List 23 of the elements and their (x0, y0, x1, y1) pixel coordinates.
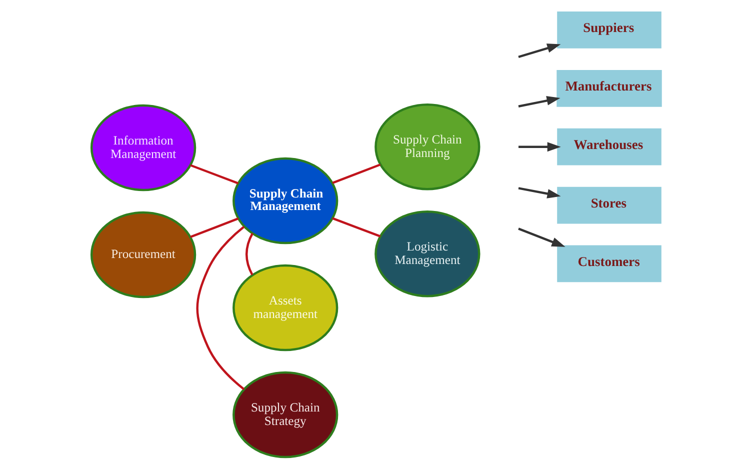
node-ellipse: Supply Chain Planning (374, 103, 480, 190)
node-box: Customers (557, 245, 662, 282)
arrow (518, 142, 561, 152)
node-box: Stores (557, 186, 662, 224)
connector (332, 164, 381, 184)
arrow (518, 228, 566, 247)
node-ellipse: Logistic Management (374, 210, 480, 298)
node-ellipse: Supply Chain Strategy (232, 371, 338, 458)
node-ellipse: Supply Chain Management (232, 157, 338, 244)
connector (332, 217, 381, 238)
connector (196, 226, 245, 390)
node-ellipse: Procurement (90, 211, 196, 298)
node-box: Warehouses (557, 128, 662, 166)
arrow (518, 187, 561, 198)
connector (190, 218, 239, 238)
arrow (518, 44, 561, 58)
node-box: Manufacturers (556, 70, 662, 107)
node-ellipse: Assets management (232, 264, 338, 352)
connector (246, 232, 254, 276)
arrow (518, 96, 560, 108)
node-box: Suppiers (557, 12, 662, 48)
node-ellipse: Information Management (90, 104, 196, 192)
connector (190, 164, 239, 184)
